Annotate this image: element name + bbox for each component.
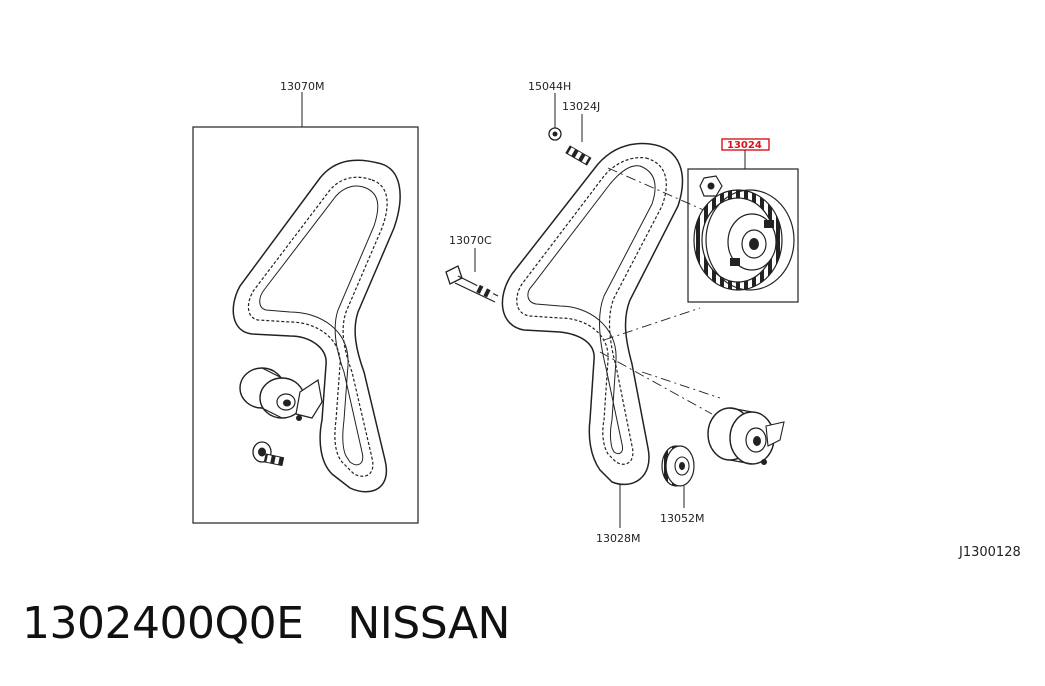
- sprocket-box: [687, 168, 799, 303]
- callout-bolt-long: 13070C: [449, 234, 492, 247]
- long-bolt: [445, 265, 499, 303]
- sprocket-nut: [699, 175, 723, 197]
- camshaft-sprocket: [693, 189, 795, 291]
- kit-box-group: 13070M: [192, 80, 419, 524]
- callout-timing-belt: 13028M: [596, 532, 640, 545]
- stud: [565, 145, 592, 166]
- crank-sprocket: [661, 445, 695, 487]
- brand-name: NISSAN: [347, 598, 510, 649]
- callout-kit-box: 13070M: [280, 80, 324, 93]
- tensioner-bolt: [252, 441, 285, 467]
- callout-bolt-top: 15044H: [528, 80, 571, 93]
- kit-box-frame: [192, 126, 419, 524]
- timing-belt-illustration: [501, 142, 684, 486]
- idler-pulley: [707, 407, 785, 465]
- tensioner-pulley: [239, 367, 323, 421]
- callout-crank-sprocket: 13052M: [660, 512, 704, 525]
- flange-bolt: [548, 127, 562, 141]
- reference-code: J1300128: [958, 545, 1021, 560]
- callout-sprocket-highlight[interactable]: 13024: [727, 140, 762, 151]
- timing-belt-kit-illustration: [232, 159, 401, 493]
- callout-stud: 13024J: [562, 100, 600, 113]
- part-number: 1302400Q0E: [22, 598, 304, 649]
- part-caption: 1302400Q0E NISSAN: [22, 598, 510, 649]
